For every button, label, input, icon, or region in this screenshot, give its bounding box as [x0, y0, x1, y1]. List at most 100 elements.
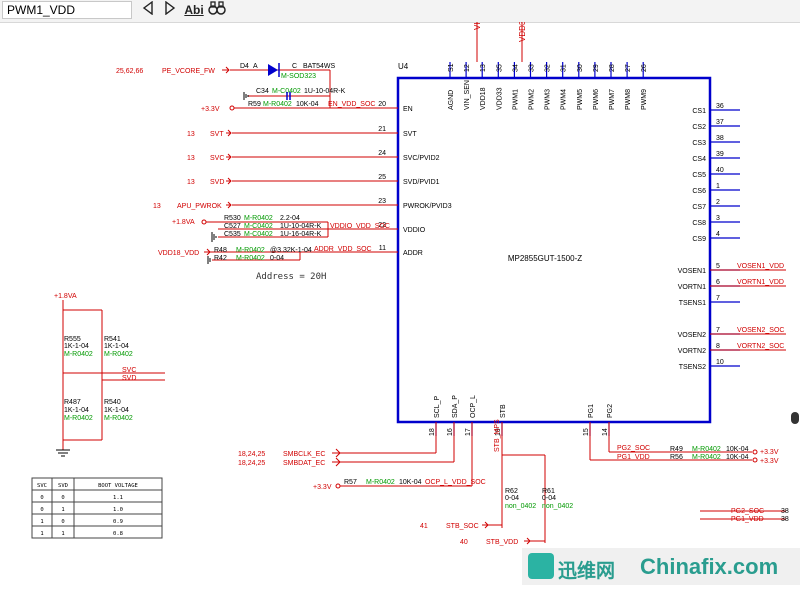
top-pin-label: PWM4 [561, 89, 568, 110]
r530-ref: R530 [224, 215, 241, 222]
left-pin-label: ADDR [403, 250, 423, 257]
pg1-out-net[interactable]: PG1_VDD [731, 516, 764, 523]
right-pin-label: CS7 [692, 204, 706, 211]
smbclk-net[interactable]: SMBCLK_EC [283, 451, 325, 458]
en-net[interactable]: EN_VDD_SOC [328, 101, 375, 108]
watermark-en-badge: Chinafix.com [632, 548, 800, 585]
smbdat-net[interactable]: SMBDAT_EC [283, 460, 325, 467]
net-vdd33[interactable]: VDD33 [518, 22, 527, 42]
right-pin-label: CS9 [692, 236, 706, 243]
stb-mps[interactable]: STB_MPS [494, 419, 501, 452]
left-pin-num: 25 [378, 174, 386, 181]
schematic-sheet: U4 MP2855GUT-1500-Z S1AGND12VIN_SEN13VDD… [31, 22, 789, 546]
right-pin-label: CS8 [692, 220, 706, 227]
find-button[interactable] [207, 1, 227, 19]
div-svd[interactable]: SVD [122, 375, 136, 382]
left-pin-num: 23 [378, 198, 386, 205]
watermark-en-text: Chinafix.com [640, 554, 779, 579]
r541-val: 1K-1-04 [104, 343, 129, 350]
v33-b[interactable]: +3.3V [313, 484, 332, 491]
svc-ref: 13 [187, 155, 195, 162]
top-pin-label: PWM7 [609, 89, 616, 110]
pg2-soc-net[interactable]: PG2_SOC [617, 445, 650, 452]
ground-icon [207, 256, 211, 264]
stb-vdd-net[interactable]: STB_VDD [486, 539, 518, 546]
vdd18-net[interactable]: VDD18_VDD [158, 250, 199, 257]
smbdat-ref: 18,24,25 [238, 460, 265, 467]
r540-ref: R540 [104, 399, 121, 406]
vddio-net[interactable]: VDDIO_VDD_SOC [330, 223, 390, 230]
c535-pkg: M-C0402 [244, 231, 273, 238]
r530-val: 2.2-04 [280, 215, 300, 222]
right-pin-num: 8 [716, 343, 720, 350]
r62-pkg: non_0402 [505, 503, 536, 510]
ground-icon [243, 92, 249, 100]
r57-val: 10K-04 [399, 479, 422, 486]
r48-val: @3.32K-1-04 [270, 247, 312, 254]
chinafix-logo-icon [528, 553, 554, 579]
r57-ref: R57 [344, 479, 357, 486]
c527-val: 1U-10-04R-K [280, 223, 322, 230]
top-pin-num: 28 [609, 64, 616, 72]
svc-net[interactable]: SVC [210, 155, 224, 162]
toolbar: Abi [0, 0, 800, 23]
svd-net[interactable]: SVD [210, 179, 224, 186]
net-search-input[interactable] [2, 1, 132, 19]
chip-body[interactable] [396, 76, 712, 424]
r49-pkg: M-R0402 [692, 446, 721, 453]
scrollbar-thumb[interactable] [791, 412, 799, 424]
svt-net[interactable]: SVT [210, 131, 224, 138]
right-pin-num: 7 [716, 295, 720, 302]
pg1-vdd-net[interactable]: PG1_VDD [617, 454, 650, 461]
right-pin-num: 38 [716, 135, 724, 142]
top-pin-label: PWM5 [577, 89, 584, 110]
vosen2-net[interactable]: VOSEN2_SOC [737, 327, 784, 334]
apu-net[interactable]: APU_PWROK [177, 203, 222, 210]
diode-icon[interactable] [268, 64, 278, 76]
pg2-out-net[interactable]: PG2_SOC [731, 508, 764, 515]
ocp-net[interactable]: OCP_L_VDD_SOC [425, 479, 486, 486]
left-pin-label: VDDIO [403, 227, 426, 234]
previous-button[interactable] [140, 0, 156, 19]
c34-pkg: M-C0402 [272, 88, 301, 95]
v33-c[interactable]: +3.3V [760, 449, 779, 456]
bottom-pin-label: SDA_P [452, 395, 459, 418]
div-svc[interactable]: SVC [122, 367, 136, 374]
v18-a[interactable]: +1.8VA [172, 219, 195, 226]
bottom-pin-num: 14 [602, 428, 609, 436]
pg1-out-ref: 38 [781, 516, 789, 523]
stb-soc-net[interactable]: STB_SOC [446, 523, 479, 530]
v33-a[interactable]: +3.3V [201, 106, 220, 113]
right-pin-num: 4 [716, 231, 720, 238]
triangle-right-icon [165, 0, 176, 16]
right-pin-num: 2 [716, 199, 720, 206]
right-pin-label: CS1 [692, 108, 706, 115]
v33-d[interactable]: +3.3V [760, 458, 779, 465]
top-pin-num: 35 [496, 64, 503, 72]
vosen1-net[interactable]: VOSEN1_VDD [737, 263, 784, 270]
r59-val: 10K-04 [296, 101, 319, 108]
next-button[interactable] [162, 0, 178, 19]
addr-net[interactable]: ADDR_VDD_SOC [314, 246, 372, 253]
left-pin-label: SVT [403, 131, 417, 138]
top-pin-num: 30 [577, 64, 584, 72]
c535-val: 1U-16-04R-K [280, 231, 322, 238]
top-pin-label: PWM2 [529, 89, 536, 110]
bottom-pin-label: SCL_P [434, 395, 441, 418]
right-pin-label: TSENS2 [679, 364, 706, 371]
vortn1-net[interactable]: VORTN1_VDD [737, 279, 784, 286]
r555-val: 1K-1-04 [64, 343, 89, 350]
r48-pkg: M-R0402 [236, 247, 265, 254]
left-pin-num: 20 [378, 101, 386, 108]
div-supply[interactable]: +1.8VA [54, 293, 77, 300]
abi-button[interactable]: Abi [184, 3, 204, 17]
left-pin-num: 21 [378, 126, 386, 133]
pe-net[interactable]: PE_VCORE_FW [162, 68, 215, 75]
top-pin-num: S1 [448, 63, 455, 72]
left-pin-label: SVD/PVID1 [403, 179, 440, 186]
r555-ref: R555 [64, 336, 81, 343]
vortn2-net[interactable]: VORTN2_SOC [737, 343, 784, 350]
net-vin5[interactable]: VIN5 [473, 22, 482, 30]
left-pin-num: 11 [379, 245, 386, 252]
top-pin-label: PWM8 [625, 89, 632, 110]
